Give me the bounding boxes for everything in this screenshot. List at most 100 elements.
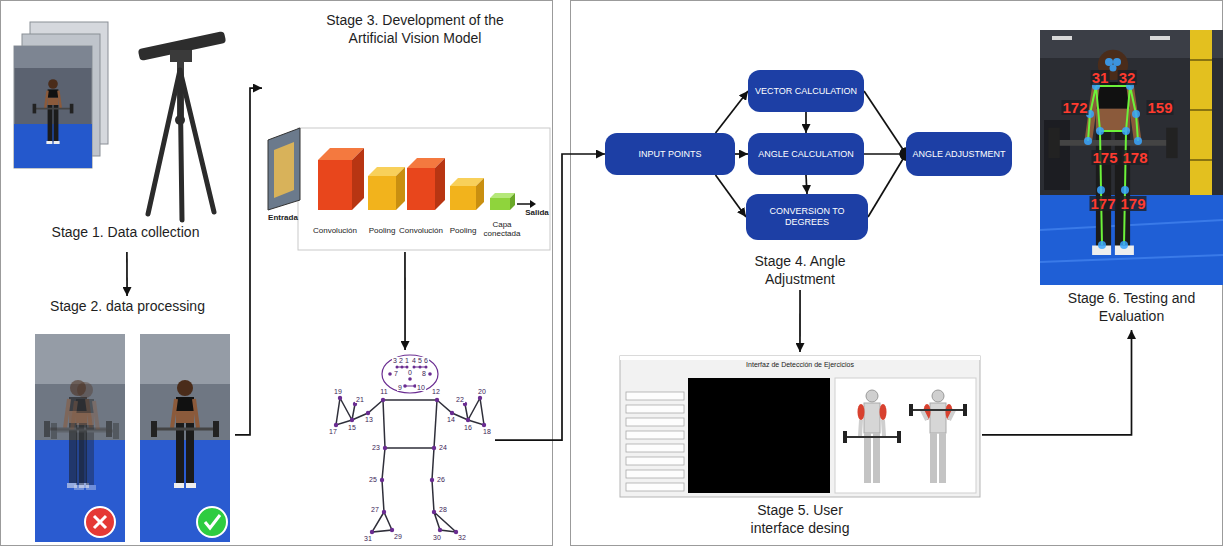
keypoint-number: 16 (463, 424, 473, 431)
rejected-frame (35, 334, 125, 384)
exercise-figure (873, 433, 880, 483)
joint-dot (1110, 65, 1117, 72)
exercise-figure (866, 390, 878, 402)
photo-stack (14, 22, 108, 168)
rejected-frame (85, 507, 115, 537)
cnn-diagram (530, 200, 536, 208)
camera-tripod (148, 70, 214, 220)
keypoint-dot (435, 398, 439, 402)
keypoint-number: 2 (398, 357, 404, 364)
test-photo (1052, 36, 1072, 40)
keypoint-number: 17 (328, 428, 338, 435)
keypoint-dot (428, 372, 432, 376)
ui-button (626, 483, 684, 491)
stage-caption: Stage 2. data processing (20, 298, 235, 316)
keypoint-dot (432, 446, 436, 450)
keypoint-number: 20 (477, 388, 487, 395)
test-photo (1088, 86, 1138, 245)
accepted-frame (151, 380, 219, 488)
panel-frame (1, 1, 553, 546)
keypoint-number: 7 (393, 370, 399, 377)
layer-label: Capa conectada (481, 220, 523, 238)
ui-button (626, 457, 684, 465)
process-box: INPUT POINTS (605, 133, 735, 175)
keypoint-number: 1 (404, 357, 410, 364)
joint-dot (1121, 186, 1129, 194)
joint-dot (1120, 241, 1128, 249)
layer-label: Pooling (369, 226, 396, 235)
joint-dot (1122, 127, 1130, 135)
flow-connector (864, 91, 906, 154)
flow-connector (404, 252, 406, 350)
keypoint-dot (432, 510, 436, 514)
test-photo (1040, 30, 1223, 285)
photo-stack (14, 46, 92, 68)
keypoint-number: 27 (370, 506, 380, 513)
ui-screenshot (620, 356, 980, 497)
camera-tripod (138, 31, 227, 220)
accepted-frame (140, 334, 230, 542)
exercise-figure (963, 404, 967, 416)
keypoint-dot (478, 396, 482, 400)
stage-caption: Stage 6. Testing and Evaluation (1057, 290, 1207, 325)
cnn-diagram (274, 142, 294, 198)
cnn-diagram (268, 128, 300, 210)
keypoint-dot (401, 366, 404, 369)
rejected-frame (94, 516, 106, 528)
accepted-frame (140, 334, 230, 542)
ui-button (626, 470, 684, 478)
keypoint-number: 14 (446, 416, 456, 423)
keypoint-number: 30 (432, 534, 442, 541)
layer-label: Convolución (313, 226, 357, 235)
keypoint-number: 18 (482, 428, 492, 435)
angle-value: 177 (1089, 196, 1116, 211)
keypoint-number: 10 (416, 384, 426, 391)
keypoint-dot (366, 411, 370, 415)
exercise-figure (843, 390, 901, 483)
ui-button (626, 431, 684, 439)
ui-button (626, 418, 684, 426)
test-photo (1040, 195, 1223, 285)
test-photo (1150, 36, 1170, 40)
keypoint-dot (338, 396, 342, 400)
flow-connector (799, 290, 801, 352)
keypoint-dot (380, 478, 384, 482)
joint-dot (1096, 127, 1104, 135)
pool-layer (396, 167, 405, 210)
layer-label: Salida (525, 208, 549, 217)
keypoint-dot (419, 366, 422, 369)
stage-group: Stage 4. Angle Adjustment INPUT POINTS VEC… (598, 62, 1018, 290)
process-box: ANGLE ADJUSTMENT (906, 132, 1012, 176)
keypoint-dot (370, 530, 374, 534)
flow-connector (495, 154, 605, 440)
photo-stack (14, 124, 92, 168)
exercise-figure (930, 403, 946, 433)
ui-button (626, 444, 684, 452)
accepted-frame (197, 507, 227, 537)
exercise-figure (864, 433, 871, 483)
flow-connector (864, 153, 906, 155)
stage-caption: Stage 3. Development of the Artificial V… (305, 12, 525, 47)
exercise-figure (939, 433, 946, 483)
panel-frame (571, 1, 1223, 546)
stage-block: Stage 1. Data collection (8, 12, 243, 252)
keypoint-number: 15 (347, 424, 357, 431)
keypoint-number: 6 (423, 357, 429, 364)
exercise-figure (897, 431, 901, 443)
process-box: VECTOR CALCULATION (748, 70, 864, 112)
keypoint-number: 24 (438, 444, 448, 451)
keypoint-number: 19 (333, 388, 343, 395)
ui-screenshot (620, 356, 980, 497)
node-label: CONVERSION TO DEGREES (752, 206, 862, 228)
keypoint-dot (482, 423, 486, 427)
keypoint-number: 21 (355, 396, 365, 403)
camera-tripod (175, 115, 185, 125)
joint-dot (1132, 110, 1140, 118)
angle-value: 175 (1091, 150, 1118, 165)
keypoint-number: 25 (368, 476, 378, 483)
ui-button (626, 392, 684, 400)
angle-value: 32 (1118, 70, 1137, 85)
stage-caption: Stage 4. Angle Adjustment (735, 253, 865, 288)
